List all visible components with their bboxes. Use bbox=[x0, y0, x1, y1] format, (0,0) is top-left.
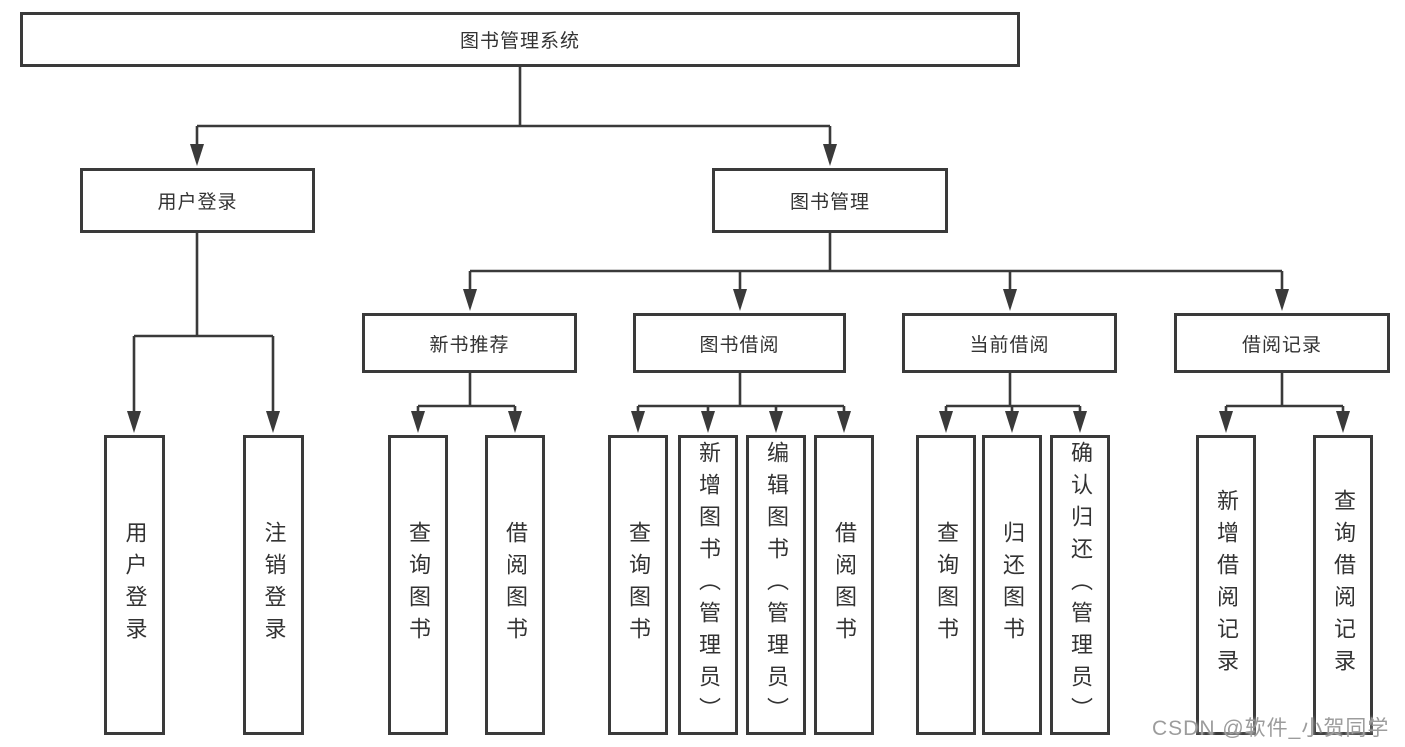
leaf-logout-label: 注销登录 bbox=[261, 521, 287, 649]
leaf-current-return-label: 归还图书 bbox=[1000, 521, 1025, 649]
leaf-user-login-label: 用户登录 bbox=[122, 521, 148, 649]
leaf-newbook-query-label: 查询图书 bbox=[406, 521, 431, 649]
node-new-book-label: 新书推荐 bbox=[429, 334, 510, 356]
leaf-current-return: 归还图书 bbox=[982, 435, 1042, 735]
node-book-borrow: 图书借阅 bbox=[633, 313, 846, 373]
leaf-records-add: 新增借阅记录 bbox=[1196, 435, 1256, 735]
node-current-borrow-label: 当前借阅 bbox=[969, 334, 1050, 356]
node-book-borrow-label: 图书借阅 bbox=[699, 334, 780, 356]
connector-new-book bbox=[416, 373, 517, 414]
connector-borrow-records bbox=[1224, 373, 1345, 414]
leaf-logout: 注销登录 bbox=[243, 435, 304, 735]
leaf-current-confirm: 确认归还（管理员） bbox=[1050, 435, 1110, 735]
leaf-newbook-query: 查询图书 bbox=[388, 435, 448, 735]
node-current-borrow: 当前借阅 bbox=[902, 313, 1117, 373]
leaf-borrow-edit: 编辑图书（管理员） bbox=[746, 435, 806, 735]
leaf-borrow-query-label: 查询图书 bbox=[626, 521, 651, 649]
connector-root bbox=[195, 67, 832, 148]
leaf-borrow-borrow-label: 借阅图书 bbox=[832, 521, 857, 649]
connector-current-borrow bbox=[944, 373, 1082, 414]
leaf-borrow-edit-label: 编辑图书（管理员） bbox=[764, 441, 789, 729]
node-user-login: 用户登录 bbox=[80, 168, 315, 233]
leaf-user-login: 用户登录 bbox=[104, 435, 165, 735]
connector-book-mgmt bbox=[468, 233, 1284, 292]
connector-book-borrow bbox=[636, 373, 846, 414]
node-borrow-records-label: 借阅记录 bbox=[1241, 334, 1322, 356]
node-user-login-label: 用户登录 bbox=[157, 192, 238, 213]
leaf-records-add-label: 新增借阅记录 bbox=[1214, 489, 1239, 681]
leaf-current-query: 查询图书 bbox=[916, 435, 976, 735]
leaf-newbook-borrow-label: 借阅图书 bbox=[503, 521, 528, 649]
node-book-mgmt: 图书管理 bbox=[712, 168, 948, 233]
leaf-borrow-query: 查询图书 bbox=[608, 435, 668, 735]
node-root-label: 图书管理系统 bbox=[459, 31, 580, 52]
leaf-current-confirm-label: 确认归还（管理员） bbox=[1068, 441, 1093, 729]
node-root: 图书管理系统 bbox=[20, 12, 1020, 67]
node-borrow-records: 借阅记录 bbox=[1174, 313, 1390, 373]
connector-user-login bbox=[132, 233, 275, 413]
node-new-book: 新书推荐 bbox=[362, 313, 577, 373]
leaf-current-query-label: 查询图书 bbox=[934, 521, 959, 649]
leaf-borrow-borrow: 借阅图书 bbox=[814, 435, 874, 735]
leaf-records-query: 查询借阅记录 bbox=[1313, 435, 1373, 735]
leaf-borrow-add-label: 新增图书（管理员） bbox=[696, 441, 721, 729]
node-book-mgmt-label: 图书管理 bbox=[789, 192, 870, 213]
csdn-watermark: CSDN @软件_小贺同学 bbox=[1152, 717, 1390, 740]
leaf-newbook-borrow: 借阅图书 bbox=[485, 435, 545, 735]
leaf-records-query-label: 查询借阅记录 bbox=[1331, 489, 1356, 681]
leaf-borrow-add: 新增图书（管理员） bbox=[678, 435, 738, 735]
